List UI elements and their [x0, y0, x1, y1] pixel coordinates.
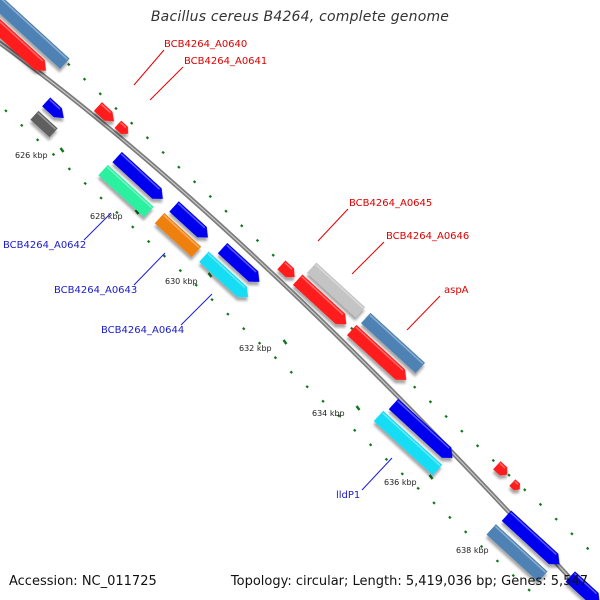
- gene-a0641-red-1: [93, 102, 115, 122]
- kbp-tick-mark: [355, 405, 361, 411]
- gene-blue-1: [112, 151, 163, 199]
- gene-red-tiny-1: [493, 461, 508, 476]
- leader-line-a0641: [149, 66, 184, 101]
- gene-blue-3: [217, 242, 260, 282]
- leader-line-a0642: [83, 212, 112, 241]
- gene-label-a0645: BCB4264_A0645: [349, 198, 432, 209]
- kbp-label-636: 636 kbp: [384, 478, 417, 487]
- gene-label-aspA: aspA: [444, 285, 469, 296]
- gene-label-lldP1: lldP1: [336, 490, 360, 501]
- kbp-tick-mark: [59, 147, 65, 153]
- kbp-label-628: 628 kbp: [90, 212, 123, 221]
- leader-line-a0643: [133, 252, 166, 286]
- gene-red-small: [277, 260, 295, 278]
- kbp-label-632: 632 kbp: [239, 344, 272, 353]
- gene-a0645-lightgray: [306, 262, 366, 318]
- kbp-tick-mark: [207, 272, 213, 278]
- gene-a0640-red: [0, 14, 47, 71]
- tick-track-inner: [4, 109, 541, 600]
- kbp-labels: 626 kbp 628 kbp 630 kbp 632 kbp 634 kbp …: [15, 151, 489, 555]
- gene-red-tiny-2: [509, 479, 521, 491]
- kbp-tick-mark: [428, 474, 434, 480]
- gene-label-a0644: BCB4264_A0644: [101, 325, 184, 336]
- gene-a0643-orange: [154, 212, 202, 258]
- leader-line-a0640: [133, 49, 165, 86]
- kbp-label-638: 638 kbp: [456, 546, 489, 555]
- kbp-label-626: 626 kbp: [15, 151, 48, 160]
- gene-gray-small: [30, 110, 58, 138]
- gene-a0642-green: [98, 164, 154, 218]
- gene-aspA-steel: [360, 312, 426, 374]
- gene-a0646-red: [292, 274, 347, 325]
- gene-label-a0646: BCB4264_A0646: [386, 231, 469, 242]
- gene-steel-topleft: [0, 0, 70, 69]
- gene-label-a0642: BCB4264_A0642: [3, 240, 86, 251]
- kbp-tick-mark: [134, 209, 140, 215]
- gene-label-a0643: BCB4264_A0643: [54, 285, 137, 296]
- gene-blue-small: [42, 97, 64, 119]
- leader-line-a0646: [351, 241, 385, 275]
- gene-label-a0641: BCB4264_A0641: [184, 56, 267, 67]
- gene-steel-bottom: [486, 524, 548, 582]
- gene-labels: BCB4264_A0640 BCB4264_A0641 BCB4264_A064…: [3, 39, 469, 501]
- accession-text: Accession: NC_011725: [9, 574, 157, 589]
- kbp-tick-mark: [282, 339, 288, 345]
- gene-blue-5: [501, 510, 560, 565]
- gene-red-long: [346, 324, 407, 380]
- topology-text: Topology: circular; Length: 5,419,036 bp…: [230, 574, 588, 589]
- leader-line-a0644: [180, 293, 213, 326]
- map-title: Bacillus cereus B4264, complete genome: [150, 9, 450, 25]
- genome-backbone: [0, 40, 592, 600]
- gene-lldP1-cyan: [373, 410, 443, 476]
- gene-label-a0640: BCB4264_A0640: [164, 39, 247, 50]
- leader-line-lldP1: [361, 457, 393, 491]
- kbp-label-634: 634 kbp: [312, 409, 345, 418]
- gene-blue-4: [388, 398, 453, 459]
- leader-line-aspA: [406, 295, 441, 331]
- gene-blue-2: [169, 201, 208, 238]
- leader-line-a0645: [317, 208, 349, 242]
- gene-blue-corner: [565, 571, 600, 600]
- gene-a0644-cyan: [199, 251, 249, 298]
- kbp-label-630: 630 kbp: [165, 277, 198, 286]
- label-leader-lines: [83, 49, 441, 491]
- gene-a0641-red-2: [114, 120, 129, 135]
